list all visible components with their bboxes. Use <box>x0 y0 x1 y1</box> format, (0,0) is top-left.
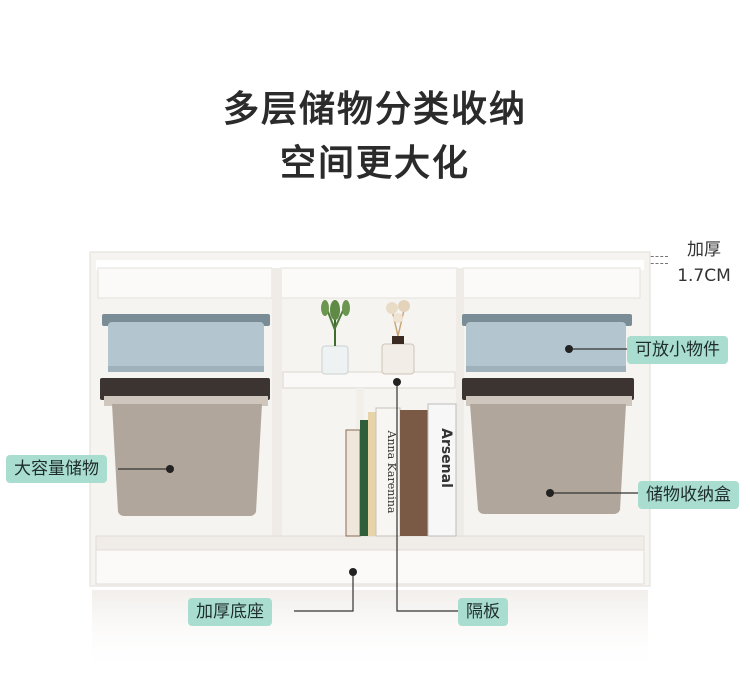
callout-dots <box>166 345 573 576</box>
headline-line-2: 空间更大化 <box>279 143 470 184</box>
book-spine-anna: Anna Karenina <box>385 430 398 514</box>
headline-line-1: 多层储物分类收纳 <box>222 89 527 130</box>
plant-vase-left <box>321 300 350 375</box>
bin-blue-left <box>102 314 270 372</box>
floor-reflection <box>92 590 648 674</box>
book-spine-arsenal: Arsenal <box>438 428 454 488</box>
book-row: Anna Karenina Arsenal <box>345 403 457 537</box>
callout-thick-base: 加厚底座 <box>188 598 272 626</box>
callout-storage-box: 储物收纳盒 <box>638 481 739 509</box>
bin-gray-right <box>462 378 634 514</box>
thickness-indicator <box>646 256 668 264</box>
bin-gray-left <box>100 378 270 516</box>
callout-partition: 隔板 <box>458 598 508 626</box>
bin-blue-right <box>462 314 632 372</box>
thickness-label-word: 加厚 <box>687 240 721 260</box>
callout-large-storage: 大容量储物 <box>6 455 107 483</box>
reed-diffuser <box>381 300 415 375</box>
thickness-label: 加厚 1.7CM <box>672 237 736 289</box>
thickness-label-value: 1.7CM <box>677 266 731 286</box>
callout-leaders <box>118 348 638 612</box>
callout-small-items: 可放小物件 <box>627 336 728 364</box>
